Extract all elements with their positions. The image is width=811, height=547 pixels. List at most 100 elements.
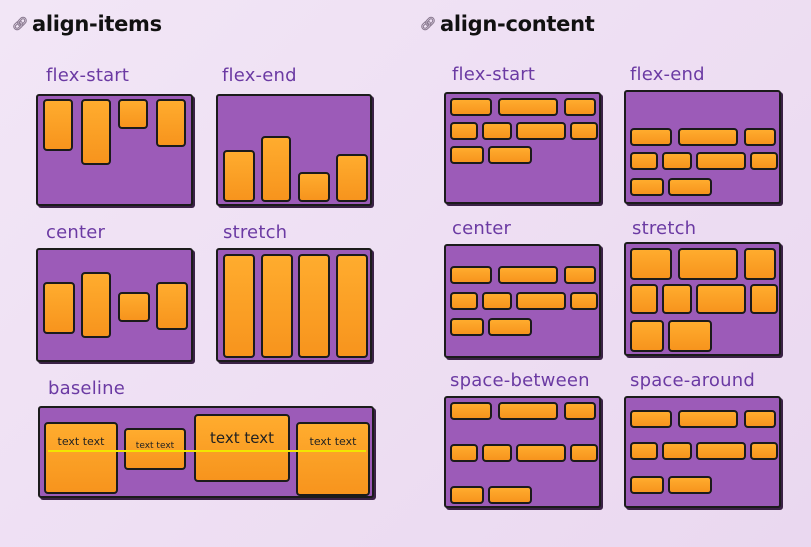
flex-item [744, 248, 776, 280]
flex-item [630, 476, 664, 494]
flex-item [450, 486, 484, 504]
flex-item [630, 128, 672, 146]
item-text: text text [309, 435, 357, 448]
diagram-align-items-flex-start [36, 94, 193, 206]
flex-item [678, 248, 738, 280]
label-center: center [452, 218, 512, 239]
flex-item: text text [44, 422, 118, 494]
flex-item [450, 98, 492, 116]
flex-item [662, 284, 692, 314]
label-flex-end: flex-end [630, 64, 705, 85]
flex-item [678, 128, 738, 146]
flex-item [570, 292, 598, 310]
flex-item [662, 152, 692, 170]
diagram-align-items-stretch [216, 248, 372, 362]
diagram-align-content-space-between [444, 396, 601, 508]
diagram-align-items-flex-end [216, 94, 372, 206]
flex-item [668, 320, 712, 352]
flex-item [630, 248, 672, 280]
flex-item [630, 152, 658, 170]
flex-item [156, 99, 186, 147]
flex-item [570, 122, 598, 140]
baseline-line [48, 450, 366, 452]
diagram-align-content-space-around [624, 396, 781, 508]
flex-item [498, 98, 558, 116]
flex-item [482, 292, 512, 310]
label-flex-start: flex-start [46, 65, 130, 86]
flex-item: text text [124, 428, 186, 470]
flex-item [488, 318, 532, 336]
link-icon[interactable]: 🔗︎ [420, 16, 437, 32]
flex-item [630, 178, 664, 196]
flex-item [696, 442, 746, 460]
flex-item [298, 172, 330, 202]
flex-item [498, 266, 558, 284]
diagram-align-items-baseline: text text text text text text text text [38, 406, 374, 498]
label-baseline: baseline [48, 378, 125, 399]
flex-item [630, 320, 664, 352]
flex-item [744, 410, 776, 428]
flex-item: text text [296, 422, 370, 496]
flex-item [662, 442, 692, 460]
flex-item [261, 254, 293, 358]
align-content-heading: align-content [440, 12, 595, 36]
label-space-around: space-around [630, 370, 755, 391]
flex-item [516, 122, 566, 140]
label-center: center [46, 222, 106, 243]
flex-item [450, 318, 484, 336]
flex-item: text text [194, 414, 290, 482]
flex-item [81, 99, 111, 165]
flex-item [488, 486, 532, 504]
align-items-title: 🔗︎ align-items [12, 12, 162, 36]
label-flex-start: flex-start [452, 64, 536, 85]
item-text: text text [135, 441, 175, 451]
flex-item [630, 284, 658, 314]
align-content-title: 🔗︎ align-content [420, 12, 595, 36]
item-text: text text [57, 435, 105, 448]
align-items-heading: align-items [32, 12, 162, 36]
flex-item [118, 292, 150, 322]
diagram-align-content-flex-start [444, 92, 601, 204]
item-text: text text [210, 429, 274, 447]
label-space-between: space-between [450, 370, 590, 391]
flex-item [450, 266, 492, 284]
label-stretch: stretch [632, 218, 697, 239]
flex-item [488, 146, 532, 164]
flex-item [570, 444, 598, 462]
flex-item [336, 154, 368, 202]
flex-item [482, 444, 512, 462]
flex-item [630, 410, 672, 428]
flex-item [696, 284, 746, 314]
diagram-align-content-flex-end [624, 90, 781, 204]
flex-item [118, 99, 148, 129]
flex-item [223, 150, 255, 202]
flex-item [156, 282, 188, 330]
label-stretch: stretch [223, 222, 288, 243]
flex-item [450, 444, 478, 462]
flex-item [750, 152, 778, 170]
flex-item [298, 254, 330, 358]
flex-item [43, 99, 73, 151]
flex-item [564, 98, 596, 116]
flex-item [516, 292, 566, 310]
flex-item [450, 402, 492, 420]
flex-item [668, 476, 712, 494]
diagram-align-content-stretch [624, 242, 781, 356]
flex-item [696, 152, 746, 170]
diagram-align-items-center [36, 248, 193, 362]
flex-item [630, 442, 658, 460]
flex-item [744, 128, 776, 146]
flex-item [336, 254, 368, 358]
link-icon[interactable]: 🔗︎ [12, 16, 29, 32]
flex-item [516, 444, 566, 462]
label-flex-end: flex-end [222, 65, 297, 86]
flex-item [498, 402, 558, 420]
flex-item [450, 122, 478, 140]
flex-item [564, 266, 596, 284]
flex-item [482, 122, 512, 140]
flex-item [564, 402, 596, 420]
flex-item [678, 410, 738, 428]
flex-item [81, 272, 111, 338]
flex-item [223, 254, 255, 358]
flex-item [261, 136, 291, 202]
